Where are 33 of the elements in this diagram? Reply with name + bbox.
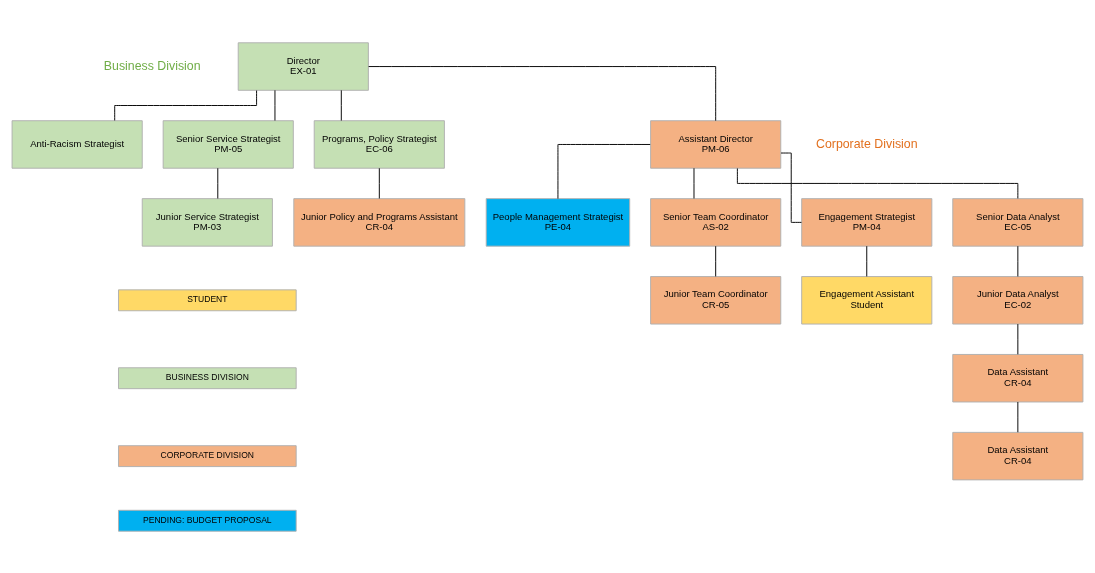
connector xyxy=(557,143,651,199)
node-box: Junior Team Coordinator CR-05 xyxy=(650,275,782,325)
connector xyxy=(378,167,380,199)
node-box: Senior Team Coordinator AS-02 xyxy=(650,197,782,247)
label: Corporate Division xyxy=(815,136,918,151)
connector xyxy=(866,245,868,277)
node-box: Engagement Assistant Student xyxy=(801,275,933,325)
legend-label: PENDING: BUDGET PROPOSAL xyxy=(143,514,272,525)
node-box: Junior Service Strategist PM-03 xyxy=(141,197,273,247)
node-box: Senior Service Strategist PM-05 xyxy=(162,119,294,169)
node-box: Senior Data Analyst EC-05 xyxy=(952,197,1084,247)
node-box: Assistant Director PM-06 xyxy=(650,119,782,169)
node-box: Programs, Policy Strategist EC-06 xyxy=(313,119,445,169)
node-box: People Management Strategist PE-04 xyxy=(485,197,631,247)
connector xyxy=(780,152,802,223)
legend-label: CORPORATE DIVISION xyxy=(160,449,255,460)
connector xyxy=(340,89,342,121)
connector xyxy=(1017,401,1019,433)
label: Business Division xyxy=(103,58,201,73)
node-box: Junior Policy and Programs Assistant CR-04 xyxy=(293,197,466,247)
connector xyxy=(736,167,1019,199)
legend-label: STUDENT xyxy=(187,293,228,304)
node-box: Junior Data Analyst EC-02 xyxy=(952,275,1084,325)
legend-label: BUSINESS DIVISION xyxy=(165,371,249,382)
connector xyxy=(715,245,717,277)
node-box: Engagement Strategist PM-04 xyxy=(801,197,933,247)
node-box: Anti-Racism Strategist xyxy=(11,119,143,169)
connector xyxy=(114,89,258,121)
node-box: Director EX-01 xyxy=(237,41,369,91)
connector xyxy=(217,167,219,199)
node-box: Data Assistant CR-04 xyxy=(952,431,1084,480)
node-box: Data Assistant CR-04 xyxy=(952,353,1084,402)
connector xyxy=(368,65,717,121)
